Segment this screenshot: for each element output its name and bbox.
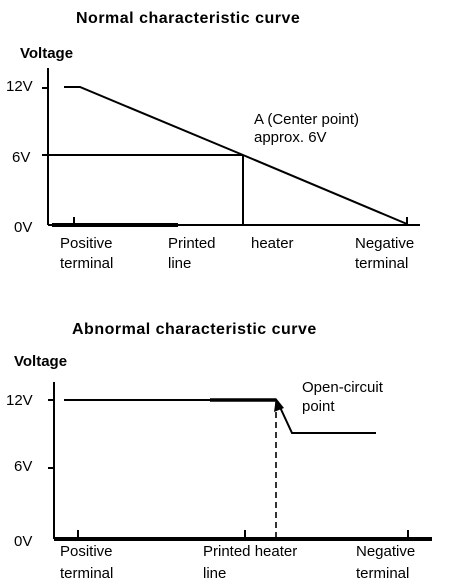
- abnormal-xlabel-positive-1: Positive: [60, 543, 113, 560]
- abnormal-title: Abnormal characteristic curve: [72, 321, 317, 338]
- normal-xlabel-printed-2: line: [168, 255, 191, 272]
- normal-ylabel: Voltage: [20, 45, 73, 62]
- normal-xlabel-negative-2: terminal: [355, 255, 408, 272]
- arrowhead-icon: [274, 398, 284, 412]
- abnormal-xlabel-printed-2: line: [203, 565, 226, 582]
- normal-curve: [64, 86, 408, 225]
- normal-xlabel-heater: heater: [251, 235, 294, 252]
- normal-ytick-0v: 0V: [14, 219, 32, 236]
- normal-ytick-6v: 6V: [12, 149, 30, 166]
- abnormal-xlabel-negative-2: terminal: [356, 565, 409, 582]
- abnormal-ylabel: Voltage: [14, 353, 67, 370]
- abnormal-ytick-6v: 6V: [14, 458, 32, 475]
- abnormal-annotation-line1: Open-circuit: [302, 379, 384, 396]
- abnormal-xlabel-negative-1: Negative: [356, 543, 415, 560]
- normal-annotation-line2: approx. 6V: [254, 129, 327, 146]
- abnormal-annotation-line2: point: [302, 398, 335, 415]
- abnormal-ytick-12v: 12V: [6, 392, 33, 409]
- abnormal-leader-line: [278, 404, 376, 434]
- normal-xlabel-positive-2: terminal: [60, 255, 113, 272]
- normal-annotation-line1: A (Center point): [254, 111, 359, 128]
- normal-title: Normal characteristic curve: [76, 10, 300, 27]
- abnormal-xlabel-printed-1: Printed heater: [203, 543, 297, 560]
- abnormal-xlabel-positive-2: terminal: [60, 565, 113, 582]
- normal-xlabel-negative-1: Negative: [355, 235, 414, 252]
- normal-xlabel-positive-1: Positive: [60, 235, 113, 252]
- normal-ytick-12v: 12V: [6, 78, 33, 95]
- normal-xlabel-printed-1: Printed: [168, 235, 216, 252]
- abnormal-ytick-0v: 0V: [14, 533, 32, 550]
